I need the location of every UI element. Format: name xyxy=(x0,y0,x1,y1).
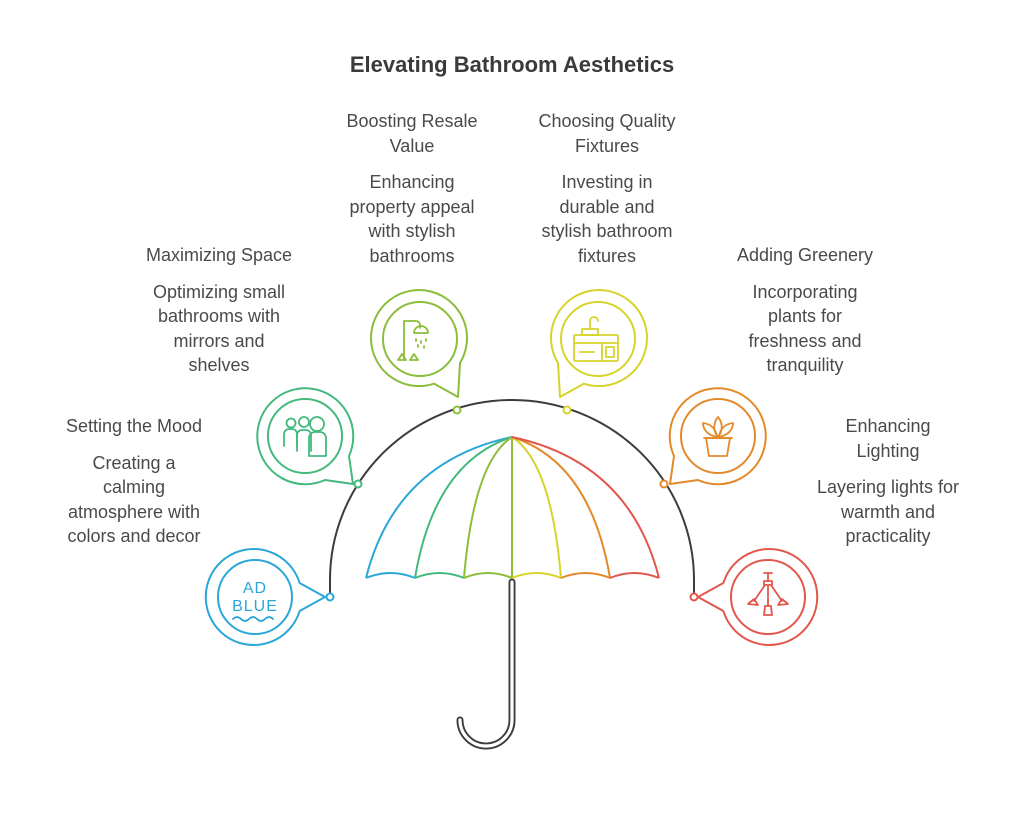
description-line: colors and decor xyxy=(67,526,201,546)
canopy-hem xyxy=(463,572,513,579)
icon-text: BLUE xyxy=(232,598,278,615)
item-heading: Maximizing Space xyxy=(109,243,329,268)
heading-line: Setting the Mood xyxy=(65,416,203,436)
connector-dot xyxy=(689,592,699,602)
description-line: freshness and xyxy=(748,330,862,351)
description-line: with stylish xyxy=(368,221,456,241)
canopy-rib xyxy=(511,436,660,579)
icon-ring xyxy=(560,301,636,377)
icon-ring xyxy=(730,559,806,635)
bubble-3 xyxy=(370,289,468,398)
bubble-6 xyxy=(697,548,819,646)
item-heading: Adding Greenery xyxy=(695,243,915,268)
canopy-hem xyxy=(609,572,660,579)
outer-arc xyxy=(329,399,695,597)
canopy-rib xyxy=(414,436,513,579)
description-line: shelves xyxy=(188,355,250,375)
description-line: atmosphere with xyxy=(67,501,201,522)
heading-line: Boosting Resale xyxy=(346,111,478,131)
item-description: Investing in durable and stylish bathroom f… xyxy=(497,170,717,268)
description-line: Layering lights for xyxy=(816,477,960,497)
description-line: Optimizing small xyxy=(152,281,286,302)
bubble-4 xyxy=(550,289,648,398)
description-line: property appeal xyxy=(349,196,475,217)
description-line: Creating a xyxy=(92,452,176,473)
canopy-hem xyxy=(414,572,465,579)
heading-line: Lighting xyxy=(856,440,920,461)
canopy-rib xyxy=(463,436,513,579)
heading-line: Adding Greenery xyxy=(736,245,874,265)
description-line: calming xyxy=(102,477,166,497)
description-line: bathrooms with xyxy=(157,306,281,326)
pendant-lights-icon xyxy=(747,572,789,616)
speech-bubble xyxy=(370,289,468,398)
description-line: mirrors and xyxy=(173,330,265,351)
icon-ring xyxy=(680,398,756,474)
connector-dot xyxy=(353,479,363,489)
icon-ring xyxy=(267,398,343,474)
connector-dot xyxy=(659,479,669,489)
heading-line: Choosing Quality xyxy=(538,111,676,131)
heading-line: Fixtures xyxy=(574,135,639,156)
people-icon xyxy=(283,416,327,457)
canopy-hem xyxy=(365,572,416,579)
connector-dot xyxy=(562,405,572,415)
shower-icon xyxy=(397,320,429,361)
item-description: Layering lights for warmth and practicalit… xyxy=(778,475,998,549)
icon-text: AD xyxy=(243,580,267,597)
heading-line: Value xyxy=(389,135,435,156)
connector-dot xyxy=(452,405,462,415)
description-line: Incorporating xyxy=(752,281,858,302)
umbrella-handle xyxy=(456,578,516,750)
item-description: Creating a calming atmosphere with colors a… xyxy=(24,451,244,549)
item-description: Enhancing property appeal with stylish bath… xyxy=(302,170,522,268)
vanity-icon xyxy=(573,316,619,362)
speech-bubble xyxy=(256,387,355,486)
canopy-hem xyxy=(511,572,562,579)
bubble-5 xyxy=(668,387,767,486)
plant-pot-icon xyxy=(702,416,734,457)
icon-ring xyxy=(382,301,458,377)
canopy-hem xyxy=(560,572,611,579)
description-line: Investing in xyxy=(561,172,653,192)
diagram-title: Elevating Bathroom Aesthetics xyxy=(349,52,675,77)
description-line: bathrooms xyxy=(369,245,455,266)
canopy-rib xyxy=(511,436,562,579)
description-line: Enhancing xyxy=(369,172,455,192)
icon-ring xyxy=(217,559,293,635)
speech-bubble xyxy=(204,548,326,646)
connector-dot xyxy=(325,592,335,602)
heading-line: Enhancing xyxy=(845,416,931,436)
description-line: stylish bathroom xyxy=(541,221,673,241)
description-line: warmth and xyxy=(840,501,936,522)
description-line: practicality xyxy=(845,526,931,546)
bubble-2 xyxy=(256,387,355,486)
description-line: tranquility xyxy=(766,355,844,375)
item-heading: Setting the Mood xyxy=(24,414,244,439)
canopy-rib xyxy=(365,436,513,579)
description-line: fixtures xyxy=(577,245,637,266)
description-line: plants for xyxy=(767,306,843,326)
description-line: durable and xyxy=(559,196,655,217)
item-description: Optimizing small bathrooms with mirrors an… xyxy=(109,280,329,378)
heading-line: Maximizing Space xyxy=(145,245,293,265)
umbrella-canopy xyxy=(365,436,660,579)
item-description: Incorporating plants for freshness and tran… xyxy=(695,280,915,378)
canopy-rib xyxy=(511,436,611,579)
